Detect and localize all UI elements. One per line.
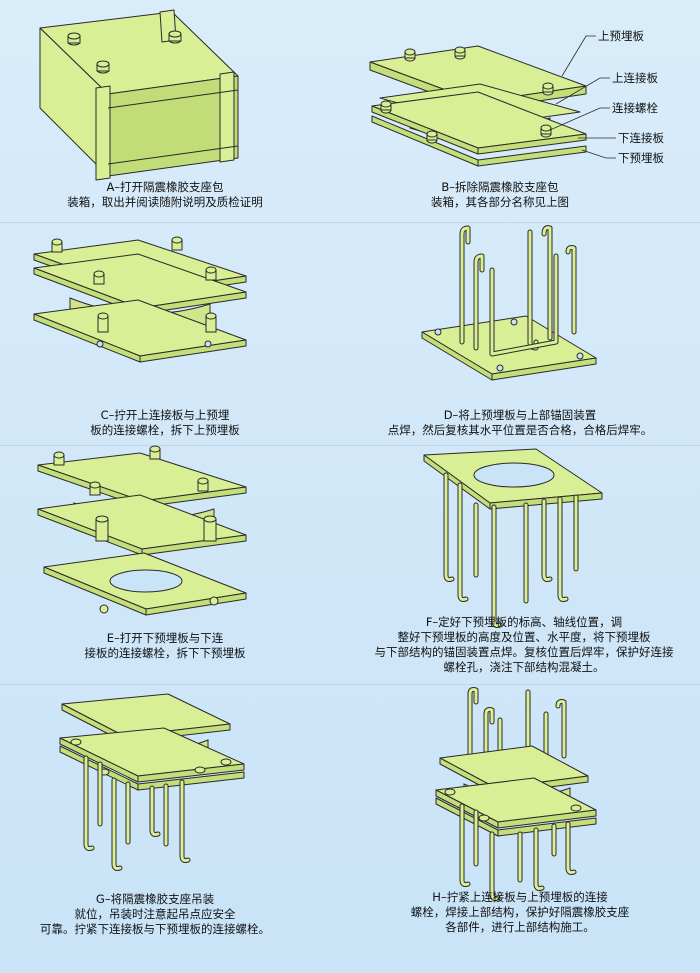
lower-embed-anchor-illustration bbox=[423, 448, 603, 628]
bearing-final-illustration bbox=[435, 687, 597, 901]
label-lower-embed-plate: 下预埋板 bbox=[618, 151, 664, 165]
caption-c: C–拧开上连接板与上预埋 板的连接螺栓，拆下上预埋板 bbox=[90, 408, 240, 437]
panel-c: C–拧开上连接板与上预埋 板的连接螺栓，拆下上预埋板 bbox=[0, 222, 350, 445]
caption-h: H–拧紧上连接板与上预埋板的连接 螺栓，焊接上部结构，保护好隔震橡胶支座 各部件… bbox=[410, 890, 630, 934]
caption-g: G–将隔震橡胶支座吊装 就位，吊装时注意起吊点应安全 可靠。拧紧下连接板与下预埋… bbox=[40, 892, 270, 936]
caption-d: D–将上预埋板与上部锚固装置 点焊，然后复核其水平位置是否合格，合格后焊牢。 bbox=[387, 408, 653, 437]
panel-a: A–打开隔震橡胶支座包 装箱，取出并阅读随附说明及质检证明 bbox=[0, 0, 350, 222]
row-divider-1 bbox=[0, 222, 700, 223]
bearing-hoist-illustration bbox=[59, 693, 245, 871]
panel-b: 上预埋板 上连接板 连接螺栓 下连接板 下预埋板 B–拆除隔震橡胶支座包 装箱，… bbox=[350, 0, 700, 222]
label-upper-embed-plate: 上预埋板 bbox=[598, 29, 644, 43]
row-divider-2 bbox=[0, 445, 700, 446]
label-connect-bolt: 连接螺栓 bbox=[612, 101, 658, 115]
bearing-exploded-illustration bbox=[369, 35, 616, 167]
caption-f: F–定好下预埋板的标高、轴线位置，调 整好下预埋板的高度及位置、水平度，将下预埋… bbox=[374, 615, 674, 674]
label-lower-connect-plate: 下连接板 bbox=[618, 131, 664, 145]
row-divider-3 bbox=[0, 684, 700, 685]
panel-f: F–定好下预埋板的标高、轴线位置，调 整好下预埋板的高度及位置、水平度，将下预埋… bbox=[350, 445, 700, 684]
caption-a: A–打开隔震橡胶支座包 装箱，取出并阅读随附说明及质检证明 bbox=[67, 180, 263, 209]
bearing-remove-upper-embed-illustration bbox=[33, 236, 247, 363]
panel-e: E–打开下预埋板与下连 接板的连接螺栓，拆下下预埋板 bbox=[0, 445, 350, 684]
upper-embed-anchor-illustration bbox=[421, 225, 597, 381]
label-upper-connect-plate: 上连接板 bbox=[612, 71, 658, 85]
caption-b: B–拆除隔震橡胶支座包 装箱，其各部分名称见上图 bbox=[431, 180, 569, 209]
crate-illustration bbox=[39, 9, 239, 181]
caption-e: E–打开下预埋板与下连 接板的连接螺栓，拆下下预埋板 bbox=[84, 631, 246, 660]
panel-h: H–拧紧上连接板与上预埋板的连接 螺栓，焊接上部结构，保护好隔震橡胶支座 各部件… bbox=[350, 684, 700, 973]
panel-d: D–将上预埋板与上部锚固装置 点焊，然后复核其水平位置是否合格，合格后焊牢。 bbox=[350, 222, 700, 445]
panel-g: G–将隔震橡胶支座吊装 就位，吊装时注意起吊点应安全 可靠。拧紧下连接板与下预埋… bbox=[0, 684, 350, 973]
bearing-remove-lower-embed-illustration bbox=[37, 445, 247, 616]
